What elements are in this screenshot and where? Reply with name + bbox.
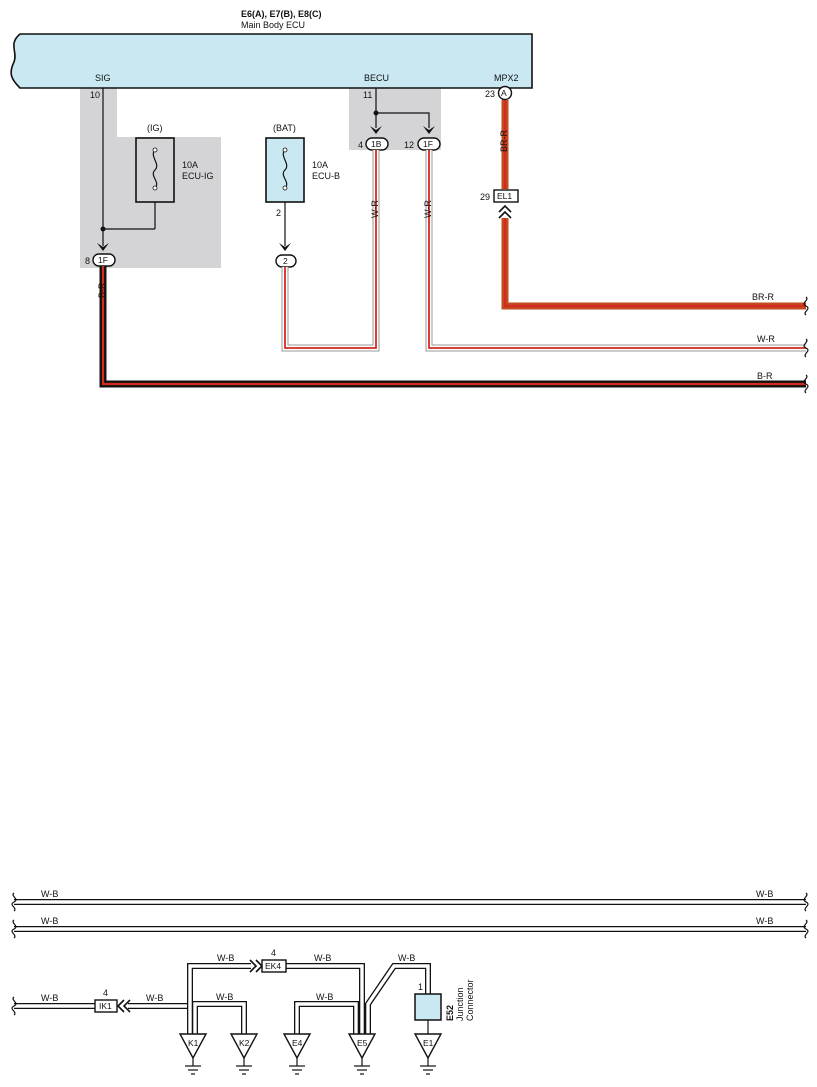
wire-color-wb-ik1-left: W-B [41,993,58,1003]
connector-ecub-2-label: 2 [283,256,288,266]
connector-el1-label: EL1 [497,191,512,201]
mpx2-pin-number: 23 [485,89,495,99]
connector-a [497,85,513,101]
junction-line2: Connector [465,979,475,1021]
ground-k2 [229,1033,259,1075]
w-b-wire-e52 [365,963,431,1034]
w-b-wire-k2 [192,1001,247,1034]
ig-fuse-rating: 10A [182,160,198,170]
wire-color-wb-top-right: W-B [756,889,773,899]
wire-color-wb-ek4-left: W-B [217,953,234,963]
bat-fuse-source: (BAT) [273,123,296,133]
wire-color-b-r-vertical: B-R [97,282,107,298]
wire-color-wb-ek4-right: W-B [314,953,331,963]
ground-e5 [347,1033,377,1075]
ground-e5-label: E5 [357,1038,368,1048]
pin-label-becu: BECU [364,73,389,83]
wire-color-wb-e52: W-B [398,953,415,963]
junction-line1: Junction [455,987,465,1021]
ground-e1 [413,1033,443,1075]
chevron-ek4 [249,959,264,973]
wire-color-wb-top-left: W-B [41,889,58,899]
wire-color-w-r-right: W-R [757,334,775,344]
w-b-wire-e4 [294,1001,359,1034]
pin-label-mpx2: MPX2 [494,73,519,83]
bat-fuse-icon [282,149,288,189]
e52-pin-number: 1 [418,982,423,992]
wire-color-b-r-right: B-R [757,371,773,381]
ecu-box [10,33,533,89]
terminal-arrow-1f-left [97,243,109,251]
wire-color-br-r-right: BR-R [752,292,774,302]
ground-k1-label: K1 [188,1038,199,1048]
wire-color-wb-ik1-right: W-B [146,993,163,1003]
chevron-el1 [498,204,512,219]
continuation-brace-br-r [803,296,809,316]
br-r-wire-lower [501,218,806,310]
ig-fuse-icon [152,149,158,189]
connector-a-label: A [501,88,507,98]
pin-label-sig: SIG [95,73,111,83]
junction-connector-e52 [414,993,442,1021]
ek4-pin-number: 4 [271,948,276,958]
connector-el1 [493,189,519,203]
w-r-wire-loop [281,150,380,352]
j1f-left-pin-number: 8 [85,256,90,266]
ground-k1 [178,1033,208,1075]
ecu-name: Main Body ECU [241,20,305,30]
sig-pin-number: 10 [90,90,100,100]
el1-pin-number: 29 [480,192,490,202]
ig-fuse-source: (IG) [147,123,163,133]
connector-1f-right-label: 1F [423,139,433,149]
wire-color-wb-second-right: W-B [756,916,773,926]
becu-pin-number: 11 [363,90,372,100]
connector-ik1-label: IK1 [99,1001,112,1011]
j1b-pin-number: 4 [358,140,363,150]
terminal-arrow-ecub [279,243,291,251]
wire-color-wb-k2: W-B [216,992,233,1002]
ik1-pin-number: 4 [103,988,108,998]
wire-color-wb-e4: W-B [316,992,333,1002]
terminal-arrow-1b [370,126,382,134]
connector-1f-left-label: 1F [98,255,108,265]
connector-1b-label: 1B [371,139,382,149]
wire-color-wb-second-left: W-B [41,916,58,926]
w-r-wire-right [425,150,806,352]
wire-color-br-r-vertical: BR-R [499,130,509,152]
chevron-ik1 [116,999,131,1013]
terminal-arrow-1f-right [423,126,435,134]
b-r-wire [99,266,806,388]
continuation-brace-w-r [803,338,809,358]
ground-e4 [282,1033,312,1075]
j1f-right-pin-number: 12 [404,140,414,150]
bat-fuse-name: ECU-B [312,171,340,181]
ground-k2-label: K2 [239,1038,250,1048]
wire-color-w-r-1f: W-R [423,200,433,218]
w-b-wire-ek4 [187,963,365,1034]
bat-fuse-rating: 10A [312,160,328,170]
ground-e4-label: E4 [292,1038,303,1048]
ecub-pin-number: 2 [276,208,281,218]
connector-ek4-label: EK4 [265,961,281,971]
continuation-brace-b-r [803,374,809,394]
connector-ek4 [261,959,287,973]
junction-id: E52 [445,1005,455,1021]
wire-color-w-r-1b: W-R [370,200,380,218]
ig-fuse-name: ECU-IG [182,171,214,181]
connector-ids: E6(A), E7(B), E8(C) [241,9,322,19]
ground-e1-label: E1 [423,1038,434,1048]
